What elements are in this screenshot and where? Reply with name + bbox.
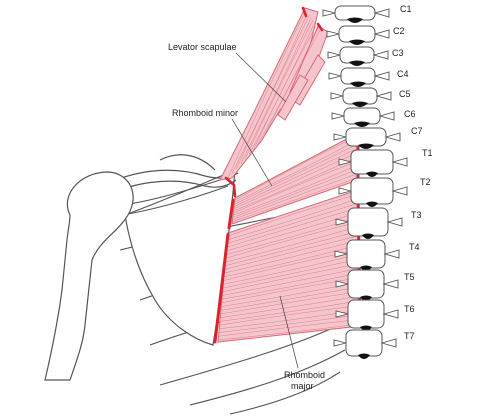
label-t5: T5 [404,272,415,282]
label-t6: T6 [404,304,415,314]
label-t1: T1 [422,148,433,158]
vertebra [331,107,395,127]
vertebra [330,87,392,107]
label-c1: C1 [400,4,412,14]
label-c6: C6 [404,109,416,119]
vertebra [327,46,389,66]
vertebral-column [322,5,408,359]
label-rhomboid-minor: Rhomboid minor [172,108,239,118]
vertebra [334,239,400,271]
label-levator-scapulae: Levator scapulae [168,42,237,52]
label-t2: T2 [420,177,431,187]
vertebra [338,177,408,207]
vertebra [328,67,390,87]
label-c4: C4 [397,69,409,79]
vertebra [335,207,403,239]
label-c5: C5 [399,89,411,99]
vertebra [335,299,399,331]
label-c2: C2 [393,26,405,36]
rhomboid-minor-fibers [231,135,358,223]
vertebra [338,149,408,177]
label-c7: C7 [411,126,423,136]
vertebra [333,127,401,149]
humerus [44,171,134,381]
vertebra [322,5,390,23]
vertebra [326,25,390,45]
label-t3: T3 [411,210,422,220]
vertebra [333,329,397,359]
label-rhomboid-major-line1: Rhomboid [284,370,326,380]
label-t4: T4 [409,242,420,252]
label-rhomboid-major-line2: major [291,381,314,391]
label-c3: C3 [392,48,404,58]
label-t7: T7 [404,331,415,341]
